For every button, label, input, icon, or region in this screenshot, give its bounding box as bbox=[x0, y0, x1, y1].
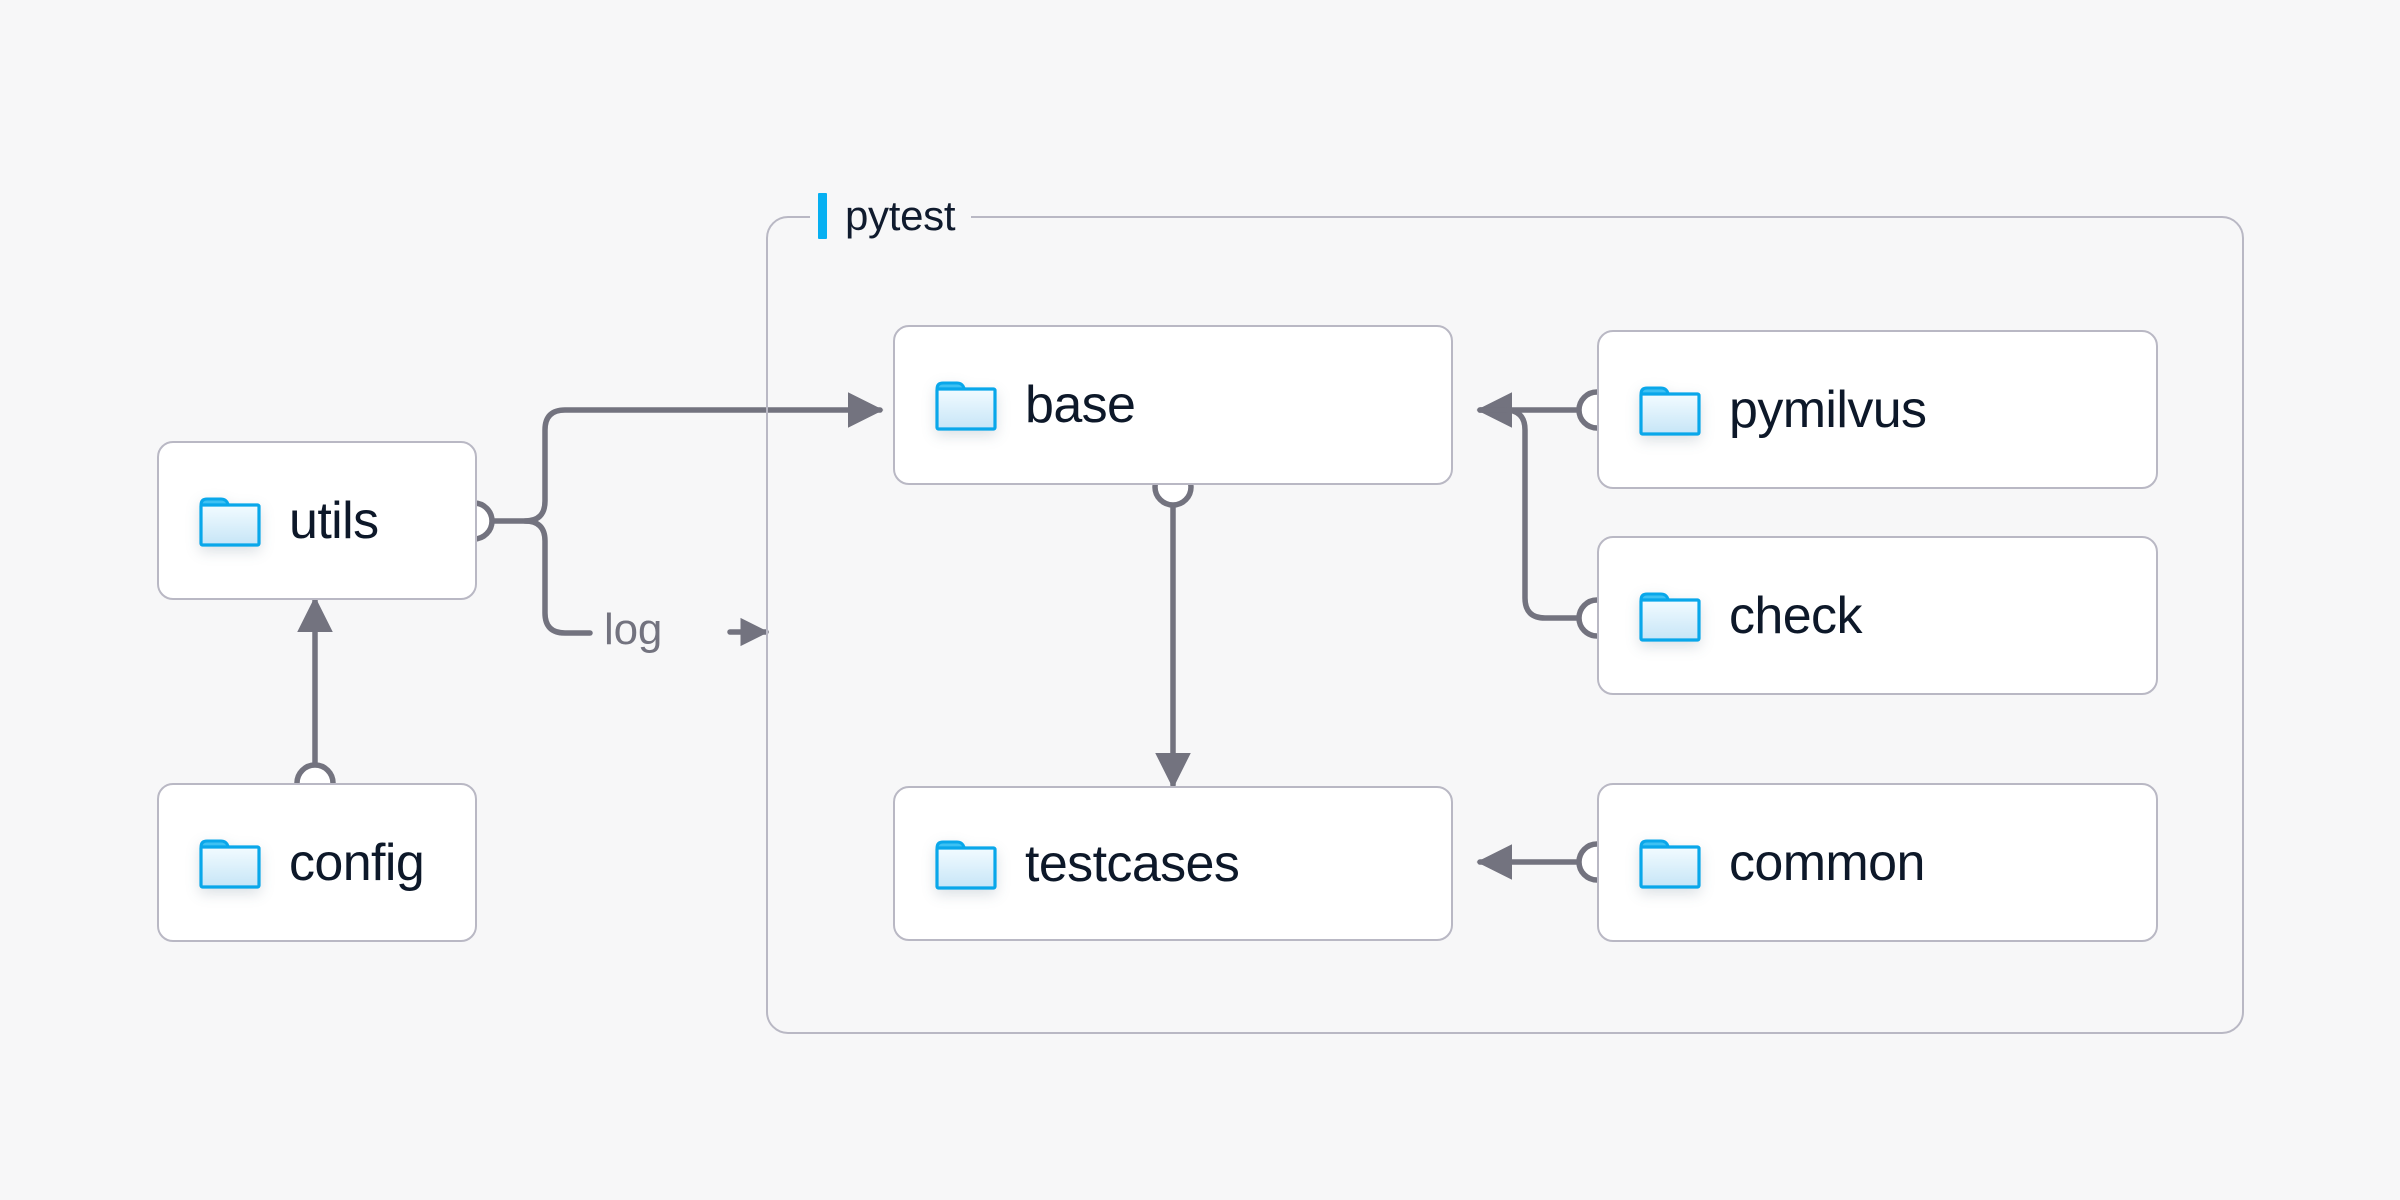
node-common[interactable]: common bbox=[1597, 783, 2158, 942]
folder-icon bbox=[199, 837, 261, 889]
group-pytest-label: pytest bbox=[810, 188, 972, 244]
node-label: utils bbox=[289, 491, 379, 550]
folder-icon bbox=[935, 838, 997, 890]
node-pymilvus[interactable]: pymilvus bbox=[1597, 330, 2158, 489]
node-label: check bbox=[1729, 586, 1862, 645]
folder-icon bbox=[1639, 590, 1701, 642]
group-pytest[interactable] bbox=[766, 216, 2244, 1034]
group-accent-bar bbox=[818, 193, 827, 239]
node-label: pymilvus bbox=[1729, 380, 1927, 439]
node-config[interactable]: config bbox=[157, 783, 477, 942]
folder-icon bbox=[1639, 837, 1701, 889]
edge-label-log: log bbox=[604, 605, 663, 654]
edge-utils-log bbox=[522, 518, 593, 636]
folder-icon bbox=[1639, 384, 1701, 436]
node-label: base bbox=[1025, 376, 1136, 434]
folder-icon bbox=[199, 495, 261, 547]
node-testcases[interactable]: testcases bbox=[893, 786, 1453, 941]
node-label: testcases bbox=[1025, 834, 1240, 893]
node-utils[interactable]: utils bbox=[157, 441, 477, 600]
node-label: common bbox=[1729, 833, 1925, 892]
node-check[interactable]: check bbox=[1597, 536, 2158, 695]
node-base[interactable]: base bbox=[893, 325, 1453, 485]
folder-icon bbox=[935, 379, 997, 431]
node-label: config bbox=[289, 833, 425, 892]
group-label-text: pytest bbox=[845, 192, 956, 239]
